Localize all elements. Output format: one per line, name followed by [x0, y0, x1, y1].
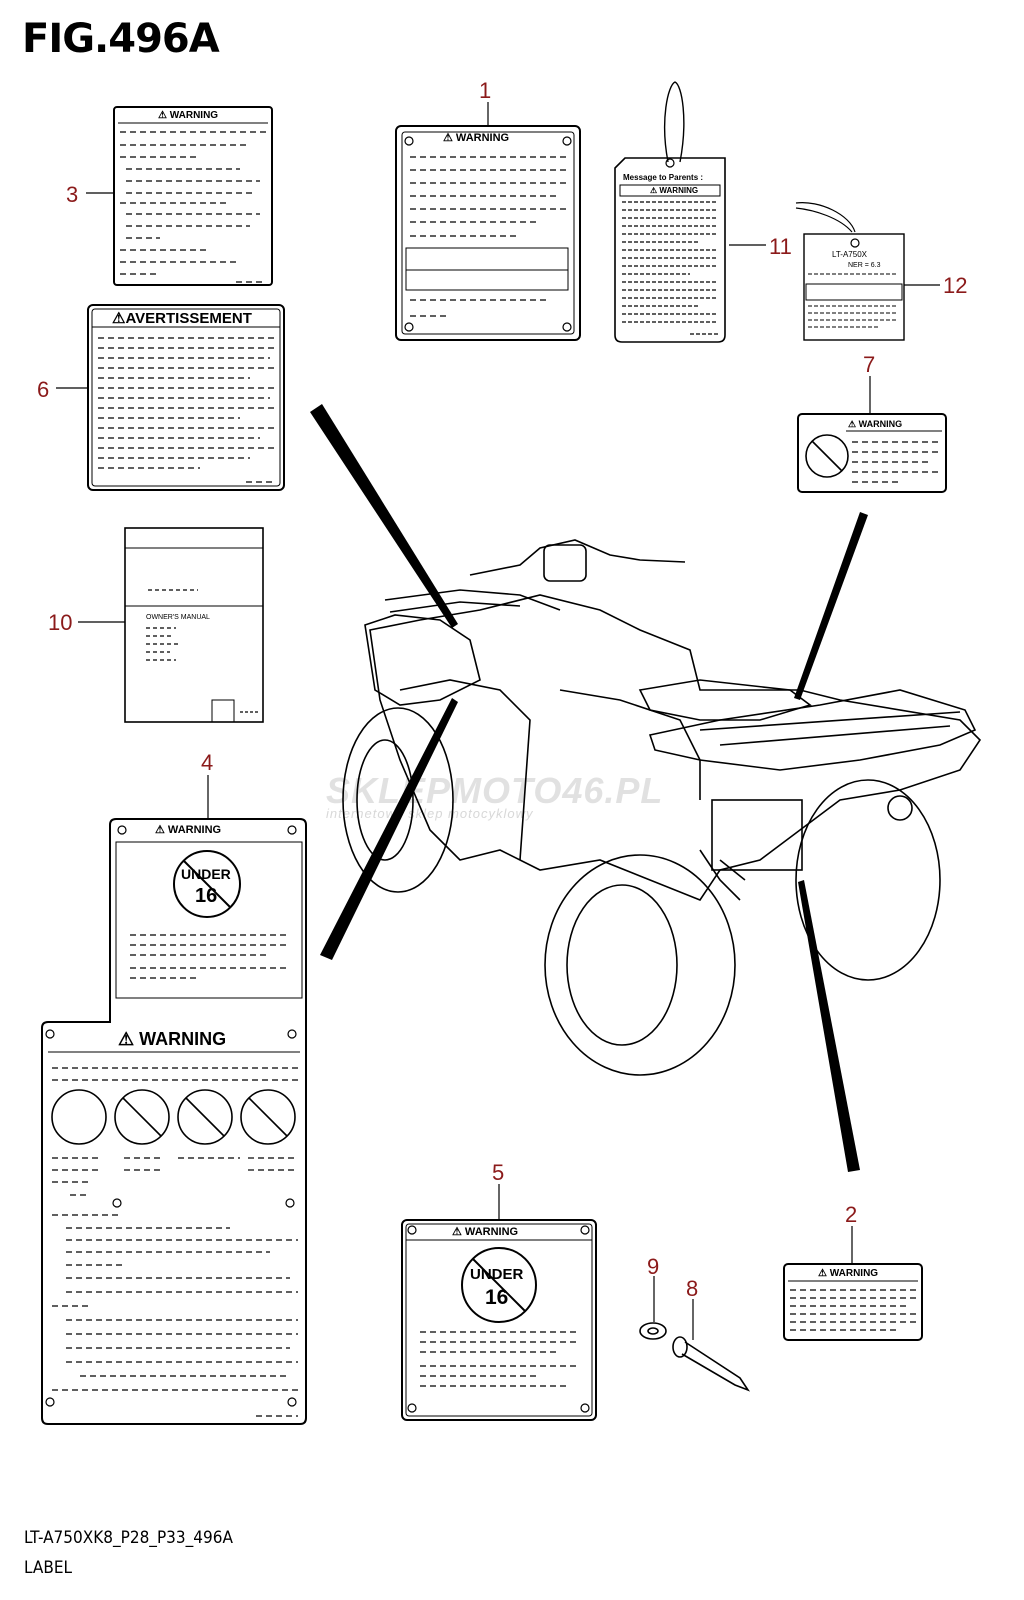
callout-11[interactable]: 11 [769, 234, 792, 259]
watermark-brand: SKLEPMOTO46.PL [326, 770, 664, 811]
label-3-heading: ⚠ WARNING [158, 110, 219, 121]
owners-manual-part-10 [124, 527, 264, 723]
washer-part-9 [639, 1322, 667, 1340]
label-part-5 [401, 1219, 597, 1421]
label-part-6 [87, 304, 285, 491]
manual-title: OWNER'S MANUAL [146, 614, 210, 621]
callout-10[interactable]: 10 [48, 610, 73, 635]
warning-text: WARNING [858, 419, 903, 429]
hang-tag-part-11 [614, 81, 726, 343]
label-part-4 [41, 818, 307, 1425]
warning-text: WARNING [169, 110, 219, 121]
figure-title: FIG.496A [22, 16, 220, 62]
label-4-heading: ⚠ WARNING [155, 824, 222, 836]
label-4b-heading: ⚠ WARNING [118, 1029, 227, 1049]
rivet-part-8 [672, 1336, 751, 1392]
label-5-age: 16 [485, 1286, 509, 1309]
label-6-heading: ⚠AVERTISSEMENT [112, 310, 252, 327]
callout-7[interactable]: 7 [863, 352, 876, 377]
callout-6[interactable]: 6 [37, 377, 50, 402]
callout-1[interactable]: 1 [479, 78, 492, 103]
warning-text: WARNING [829, 1268, 879, 1279]
label-5-under: UNDER [470, 1266, 524, 1283]
callout-4[interactable]: 4 [201, 750, 214, 775]
label-4-under: UNDER [181, 866, 231, 882]
callout-leaders [56, 102, 940, 1340]
label-4-age: 16 [195, 885, 218, 907]
label-1-heading: ⚠ WARNING [443, 132, 510, 144]
callout-9[interactable]: 9 [647, 1254, 660, 1279]
label-2-heading: ⚠ WARNING [818, 1268, 879, 1279]
callout-2[interactable]: 2 [845, 1202, 858, 1227]
tag-part-12 [795, 202, 905, 341]
callout-5[interactable]: 5 [492, 1160, 505, 1185]
tag-12-ner: NER = 6.3 [848, 262, 881, 269]
warning-text: WARNING [464, 1226, 519, 1238]
label-part-2 [783, 1263, 923, 1341]
label-11-message: Message to Parents : [623, 173, 704, 182]
atv-illustration [342, 539, 982, 1076]
avertissement-text: AVERTISSEMENT [125, 310, 252, 327]
label-5-heading: ⚠ WARNING [452, 1226, 519, 1238]
label-11-heading: ⚠ WARNING [650, 186, 699, 195]
tag-12-model: LT-A750X [832, 250, 867, 259]
label-part-1 [395, 125, 581, 341]
label-7-heading: ⚠ WARNING [848, 419, 903, 429]
warning-text: WARNING [659, 186, 699, 195]
warning-text: WARNING [139, 1029, 227, 1049]
diagram-name: LABEL [24, 1558, 73, 1578]
callout-3[interactable]: 3 [66, 182, 79, 207]
diagram-code: LT-A750XK8_P28_P33_496A [24, 1528, 233, 1548]
callout-8[interactable]: 8 [686, 1276, 699, 1301]
label-part-7 [797, 413, 947, 493]
label-part-3 [113, 106, 273, 286]
leader-lines [310, 404, 868, 1172]
warning-text: WARNING [455, 132, 510, 144]
watermark-tagline: internetowy sklep motocyklowy [326, 806, 534, 821]
warning-text: WARNING [167, 824, 222, 836]
callout-12[interactable]: 12 [943, 273, 968, 298]
